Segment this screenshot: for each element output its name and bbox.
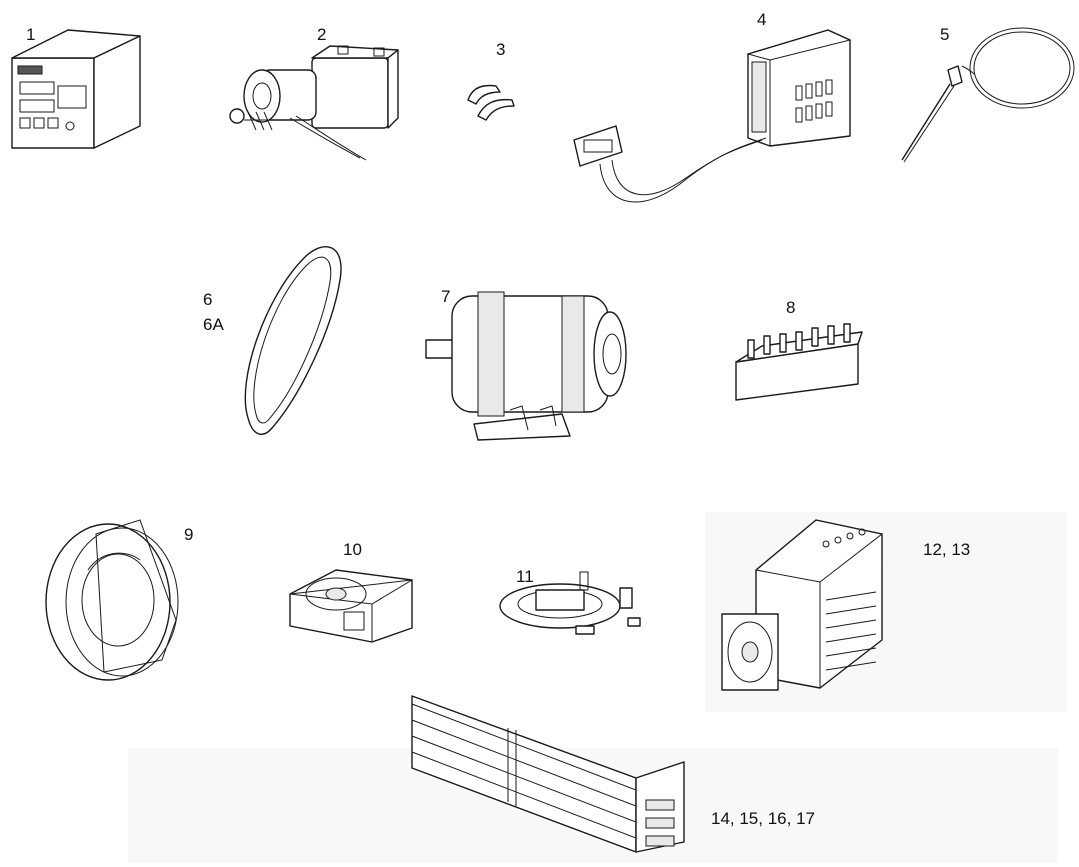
part-label-14-17: 14, 15, 16, 17 xyxy=(711,809,815,828)
part-label-10: 10 xyxy=(343,540,362,559)
part-label-6: 6 xyxy=(203,290,213,309)
igniter-motor-illustration xyxy=(229,45,399,161)
axial-fan-illustration xyxy=(289,569,413,643)
part-label-8: 8 xyxy=(786,298,796,317)
heater-elements-illustration xyxy=(411,695,685,853)
part-label-4: 4 xyxy=(757,10,767,29)
part-label-3: 3 xyxy=(496,40,506,59)
circular-fan-illustration xyxy=(45,519,179,681)
part-label-12-13: 12, 13 xyxy=(923,540,971,559)
part-label-2: 2 xyxy=(317,25,327,44)
part-label-1: 1 xyxy=(26,25,36,44)
circuit-board-display-illustration xyxy=(573,29,852,203)
drive-belt-illustration xyxy=(244,246,342,436)
blower-motor-illustration xyxy=(425,291,627,441)
part-label-5: 5 xyxy=(940,25,950,44)
part-label-9: 9 xyxy=(184,525,194,544)
part-label-7: 7 xyxy=(441,287,451,306)
controller-illustration xyxy=(11,29,141,149)
temperature-probe-illustration xyxy=(901,27,1075,163)
part-label-11: 11 xyxy=(516,567,534,586)
part-label-6a: 6A xyxy=(203,315,224,334)
terminal-block-illustration xyxy=(735,323,863,401)
solid-state-relay-illustration xyxy=(721,519,884,691)
bracket-clips-illustration xyxy=(467,84,515,121)
pressure-switch-illustration xyxy=(499,571,641,635)
